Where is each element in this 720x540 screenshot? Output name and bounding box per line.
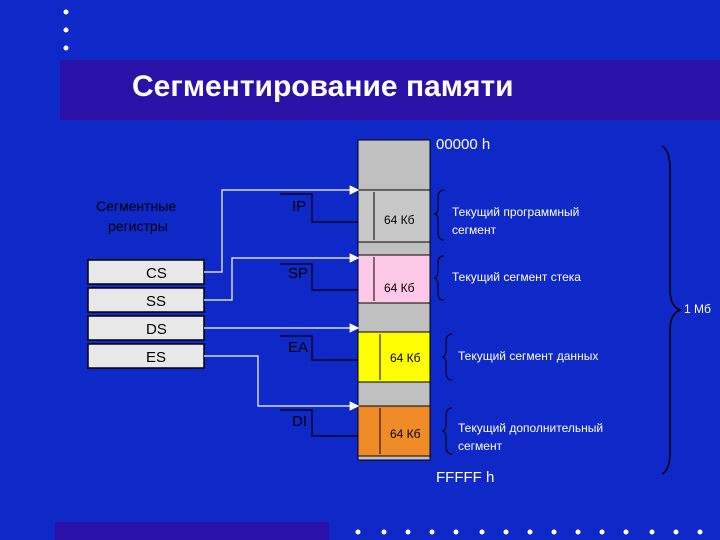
decor-dots (63, 9, 703, 535)
title-band (60, 60, 720, 120)
segment-stack-block (357, 254, 431, 304)
register-label: ES (146, 349, 166, 366)
segment-desc: сегмент (458, 439, 503, 453)
pointer-label: EA (288, 339, 308, 356)
pointer-label: SP (288, 265, 308, 282)
pointer-shapes (280, 193, 358, 437)
segment-desc: Текущий дополнительный (458, 421, 603, 435)
segment-size: 64 Кб (390, 427, 421, 441)
segment-desc: Текущий программный (452, 205, 579, 219)
segment-size: 64 Кб (384, 281, 415, 295)
page-title: Сегментирование памяти (132, 70, 514, 103)
registers-header: Сегментные (96, 198, 176, 214)
registers-header: регистры (108, 218, 168, 234)
register-box-ss (87, 287, 205, 313)
pointer-label: DI (292, 413, 307, 430)
memory-total-label: 1 Мб (684, 302, 711, 316)
segment-braces (433, 189, 453, 455)
bottom-band (55, 522, 329, 540)
total-brace (661, 145, 683, 475)
segment-size: 64 Кб (384, 213, 415, 227)
segment-code-block (357, 189, 431, 243)
register-label: CS (146, 265, 167, 282)
register-box-cs (87, 259, 205, 285)
register-label: SS (146, 293, 166, 310)
segment-data-block (357, 331, 431, 383)
register-connectors (204, 185, 360, 411)
segment-desc: Текущий сегмент данных (458, 349, 598, 363)
pointer-label: IP (292, 198, 306, 215)
memory-end-label: FFFFF h (436, 469, 494, 486)
segment-size: 64 Кб (390, 351, 421, 365)
register-label: DS (146, 321, 167, 338)
segment-desc: Текущий сегмент стека (452, 270, 581, 284)
register-box-es (87, 343, 205, 369)
memory-start-label: 00000 h (436, 136, 490, 153)
size-arrows (373, 192, 381, 454)
segment-extra-block (357, 405, 431, 457)
segment-desc: сегмент (452, 223, 497, 237)
